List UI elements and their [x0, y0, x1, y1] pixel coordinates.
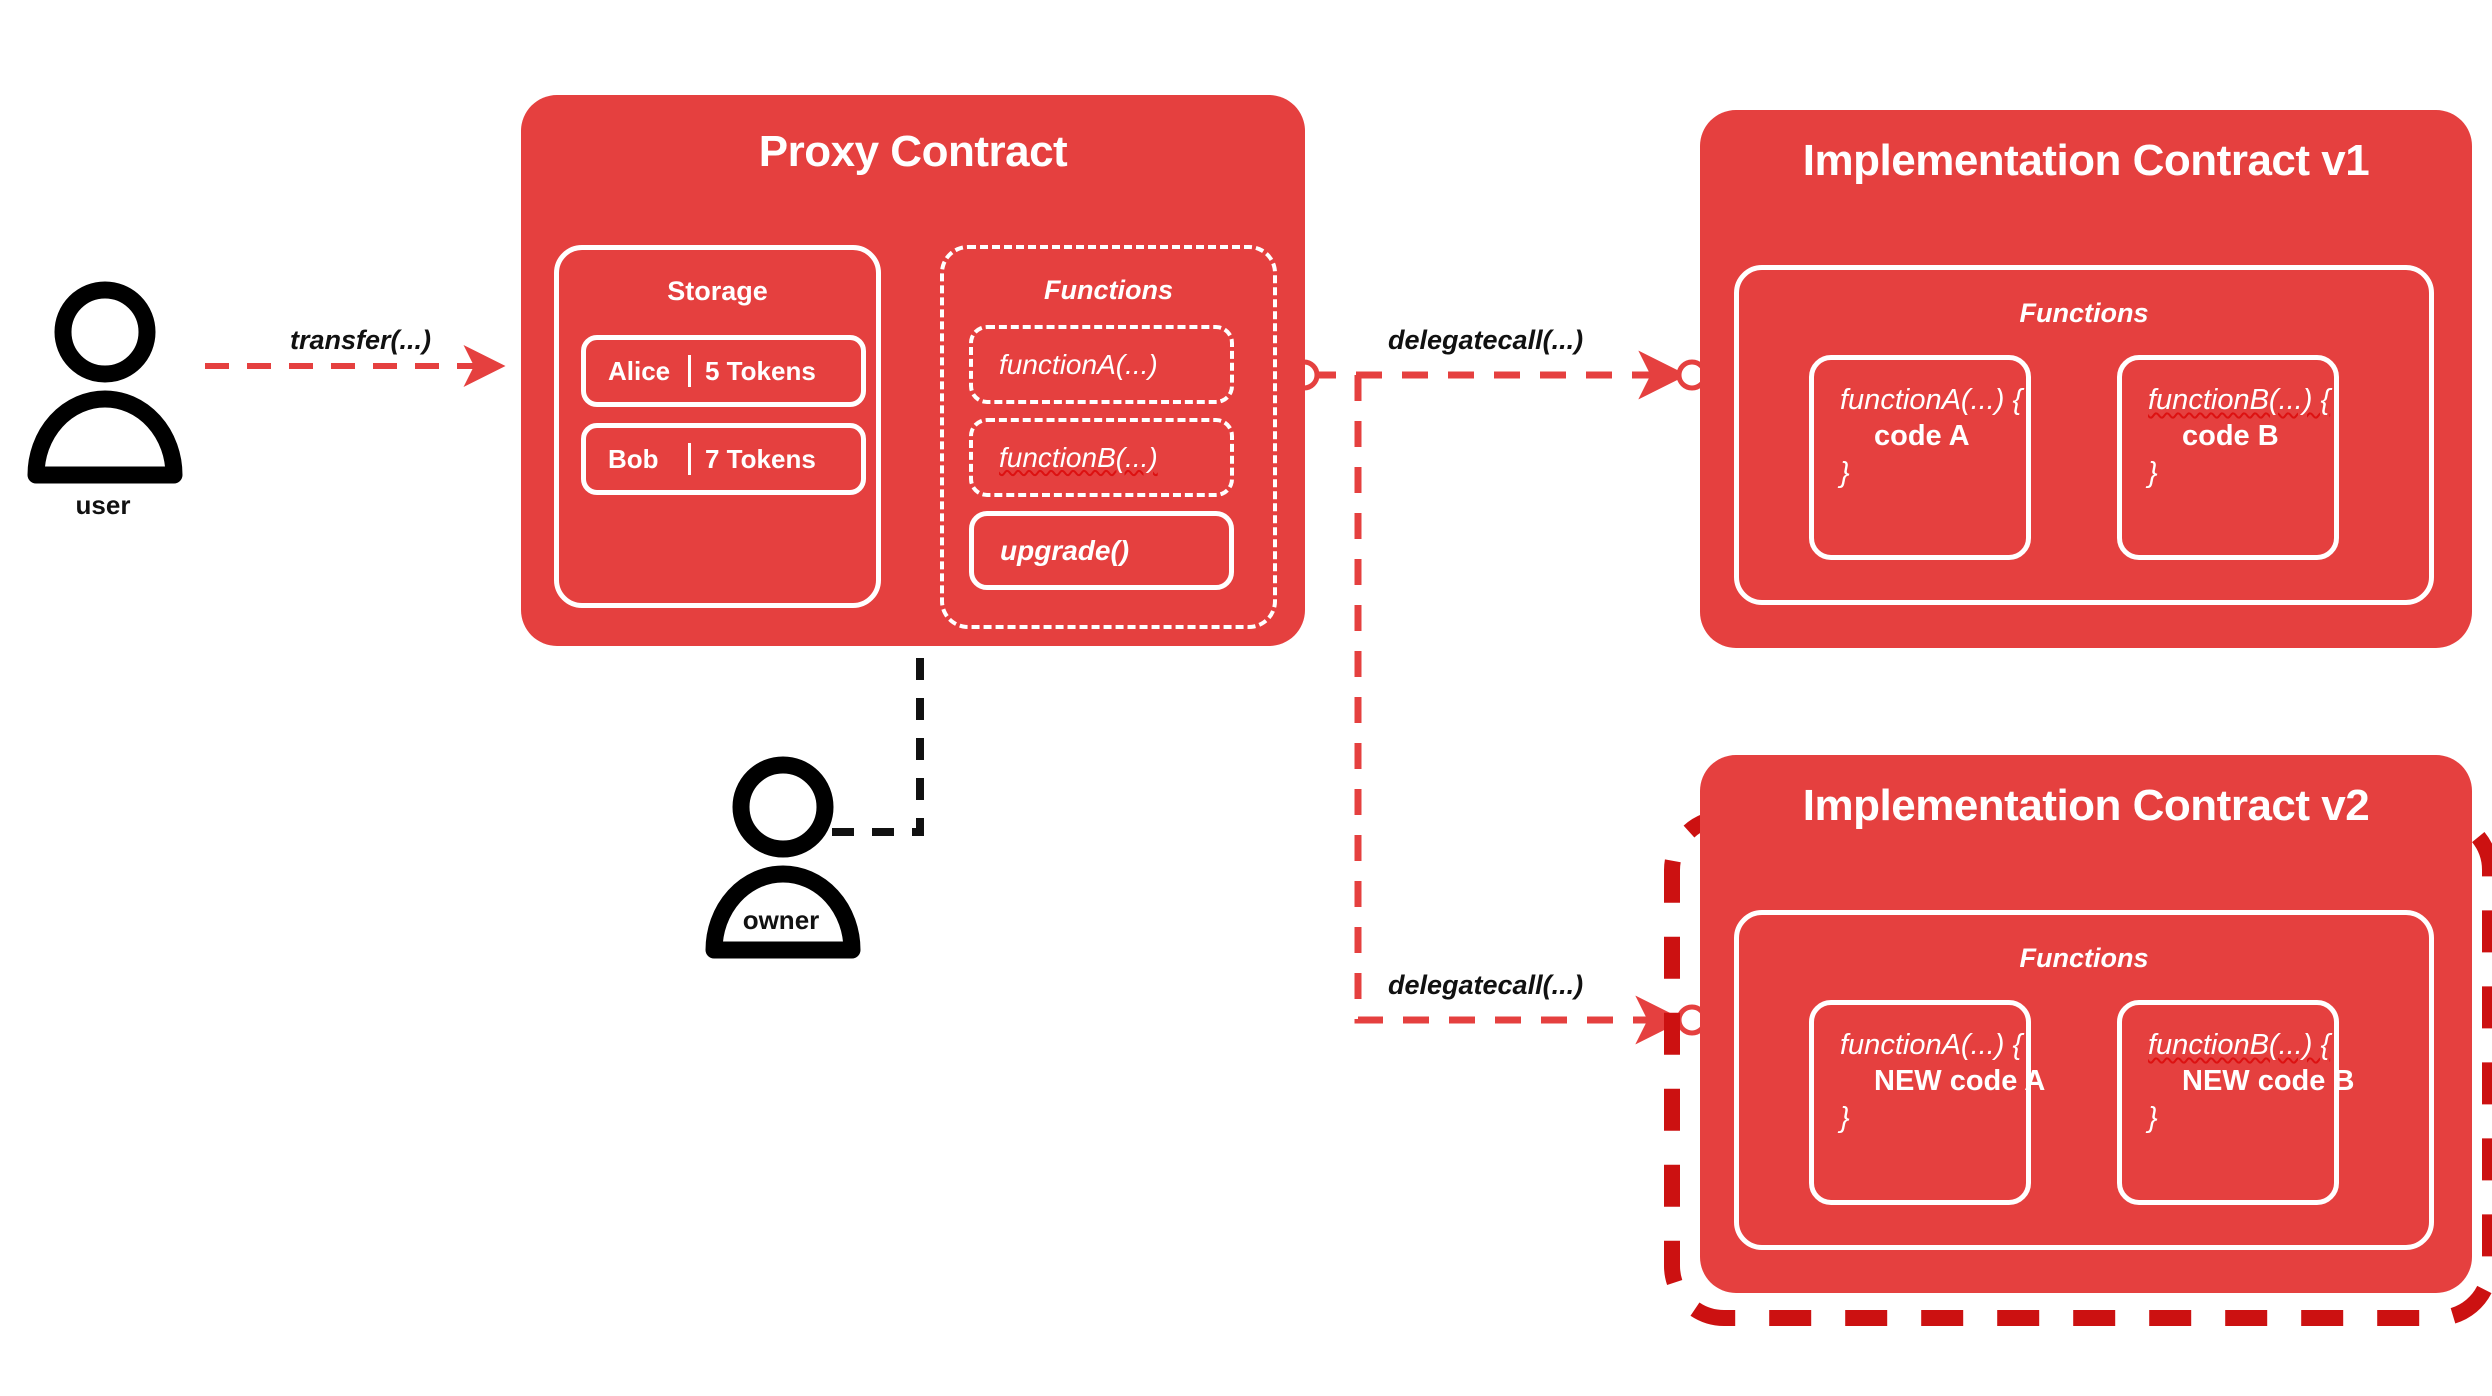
storage-slot-separator	[688, 443, 691, 475]
impl-v1-block-a[interactable]: functionA(...) { code A }	[1809, 355, 2031, 560]
impl-v2-block-a-close: }	[1840, 1101, 1850, 1134]
impl-v2-block-b[interactable]: functionB(...) { NEW code B }	[2117, 1000, 2355, 1205]
impl-v2-card[interactable]: Implementation Contract v2 Functions fun…	[1700, 755, 2472, 1293]
impl-v2-title: Implementation Contract v2	[1802, 781, 2370, 830]
impl-v1-block-a-signature: functionA(...) {	[1840, 384, 2023, 416]
person-icon	[27, 281, 183, 484]
storage-slot-separator	[688, 355, 691, 387]
impl-v1-block-b-signature: functionB(...) {	[2148, 384, 2331, 416]
impl-v2-block-b-close: }	[2148, 1101, 2158, 1134]
impl-v1-functions-label: Functions	[2019, 298, 2149, 328]
proxy-function-a-name: functionA(...)	[999, 348, 1158, 380]
proxy-contract-card[interactable]: Proxy Contract Storage Alice 5 Tokens Bo…	[521, 95, 1305, 646]
edge-label-delegatecall-v1: delegatecall(...)	[1388, 325, 1584, 355]
edge-delegatecall-v2	[1354, 375, 1685, 1045]
proxy-contract-title: Proxy Contract	[758, 127, 1068, 176]
impl-v1-title: Implementation Contract v1	[1802, 136, 2370, 185]
impl-v1-block-b-close: }	[2148, 456, 2158, 489]
impl-v2-block-a-body: NEW code A	[1874, 1065, 2046, 1098]
impl-v2-block-b-body: NEW code B	[2182, 1065, 2355, 1098]
impl-v1-block-a-body: code A	[1874, 420, 1970, 453]
storage-slot-owner: Alice	[608, 355, 671, 386]
storage-slot-amount: 5 Tokens	[705, 355, 816, 386]
impl-v2-functions-panel[interactable]: Functions functionA(...) { NEW code A } …	[1734, 910, 2434, 1250]
impl-v1-block-b[interactable]: functionB(...) { code B }	[2117, 355, 2339, 560]
proxy-functions-panel[interactable]: Functions functionA(...) functionB(...) …	[940, 245, 1277, 629]
impl-v2-block-b-signature: functionB(...) {	[2148, 1029, 2331, 1061]
actor-label-user: user	[75, 490, 131, 520]
proxy-function-upgrade-name: upgrade()	[1000, 534, 1130, 566]
storage-slot-amount: 7 Tokens	[705, 443, 816, 474]
impl-v2-block-a[interactable]: functionA(...) { NEW code A }	[1809, 1000, 2046, 1205]
impl-v2-block-a-signature: functionA(...) {	[1840, 1029, 2023, 1061]
impl-v1-block-a-close: }	[1840, 456, 1850, 489]
proxy-storage-panel[interactable]: Storage Alice 5 Tokens Bob 7 Tokens	[554, 245, 881, 608]
edge-label-transfer: transfer(...)	[290, 325, 432, 355]
impl-v1-functions-panel[interactable]: Functions functionA(...) { code A } func…	[1734, 265, 2434, 605]
impl-v1-card[interactable]: Implementation Contract v1 Functions fun…	[1700, 110, 2472, 648]
proxy-functions-label: Functions	[1044, 275, 1173, 305]
impl-v1-block-b-body: code B	[2182, 420, 2279, 453]
impl-v2-functions-label: Functions	[2019, 943, 2149, 973]
storage-slot-row[interactable]: Bob 7 Tokens	[581, 423, 866, 495]
proxy-function-a[interactable]: functionA(...)	[969, 325, 1234, 404]
actor-label-owner: owner	[742, 905, 820, 935]
edge-label-delegatecall-v2: delegatecall(...)	[1388, 970, 1584, 1000]
proxy-storage-label: Storage	[667, 276, 768, 306]
proxy-function-upgrade[interactable]: upgrade()	[969, 511, 1234, 590]
storage-slot-owner: Bob	[608, 443, 659, 474]
storage-slot-row[interactable]: Alice 5 Tokens	[581, 335, 866, 407]
proxy-function-b-name: functionB(...)	[999, 441, 1158, 473]
proxy-function-b[interactable]: functionB(...)	[969, 418, 1234, 497]
